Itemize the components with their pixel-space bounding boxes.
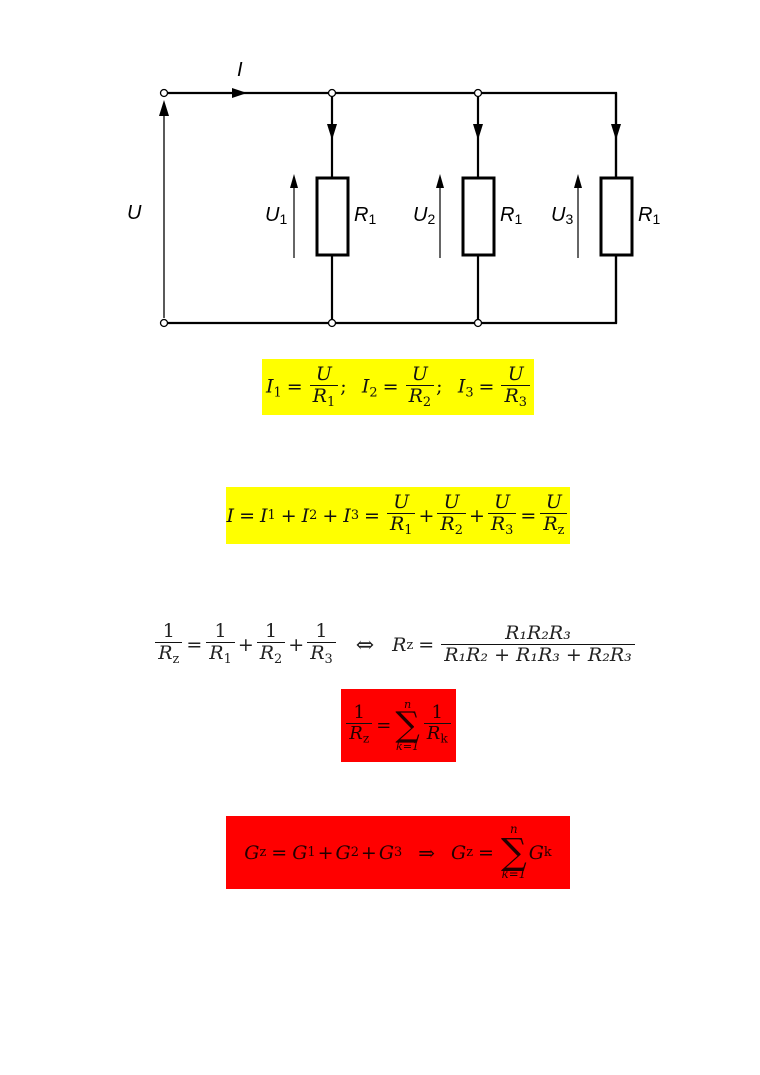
branch-1-voltage-label: U1: [265, 204, 287, 227]
voltage-arrowhead-icon: [159, 100, 169, 116]
branch-voltage-arrow-icon: [574, 174, 582, 188]
implies-symbol: ⇒: [418, 840, 436, 865]
branch-1-resistor-label: R1: [354, 204, 376, 227]
total-current-label: I: [237, 59, 243, 81]
branch-3-resistor-label: R1: [638, 204, 660, 227]
branch-2: U2 R1: [413, 88, 522, 328]
branch-1: U1 R1: [265, 88, 376, 328]
branch-voltage-arrow-icon: [290, 174, 298, 188]
branch-current-arrow-icon: [473, 124, 483, 140]
terminal-bottom: [159, 318, 169, 328]
summation-icon: n∑k=1: [395, 697, 420, 753]
branch-current-arrow-icon: [611, 124, 621, 140]
branch-3-voltage-label: U3: [551, 204, 573, 227]
branch-2-voltage-label: U2: [413, 204, 435, 227]
total-current-highlight: [226, 487, 570, 544]
terminal-top: [159, 88, 169, 98]
branch-current-arrow-icon: [327, 124, 337, 140]
summation-icon: n∑k=1: [500, 822, 527, 881]
total-voltage-label: U: [127, 202, 142, 224]
reciprocal-sum-highlight: [341, 689, 456, 762]
current-arrow-icon: [232, 88, 247, 98]
resistor-3: [599, 176, 634, 257]
branch-2-resistor-label: R1: [500, 204, 522, 227]
branch-3: U3 R1: [551, 93, 660, 323]
resistor-2: [461, 176, 496, 257]
branch-currents-highlight: [262, 359, 534, 415]
resistor-1: [315, 176, 350, 257]
parallel-circuit-diagram: I U U1 R1 U2 R1 U3: [127, 59, 660, 328]
branch-voltage-arrow-icon: [436, 174, 444, 188]
equivalence-symbol: ⇔: [355, 632, 375, 658]
conductance-highlight: [226, 816, 570, 889]
